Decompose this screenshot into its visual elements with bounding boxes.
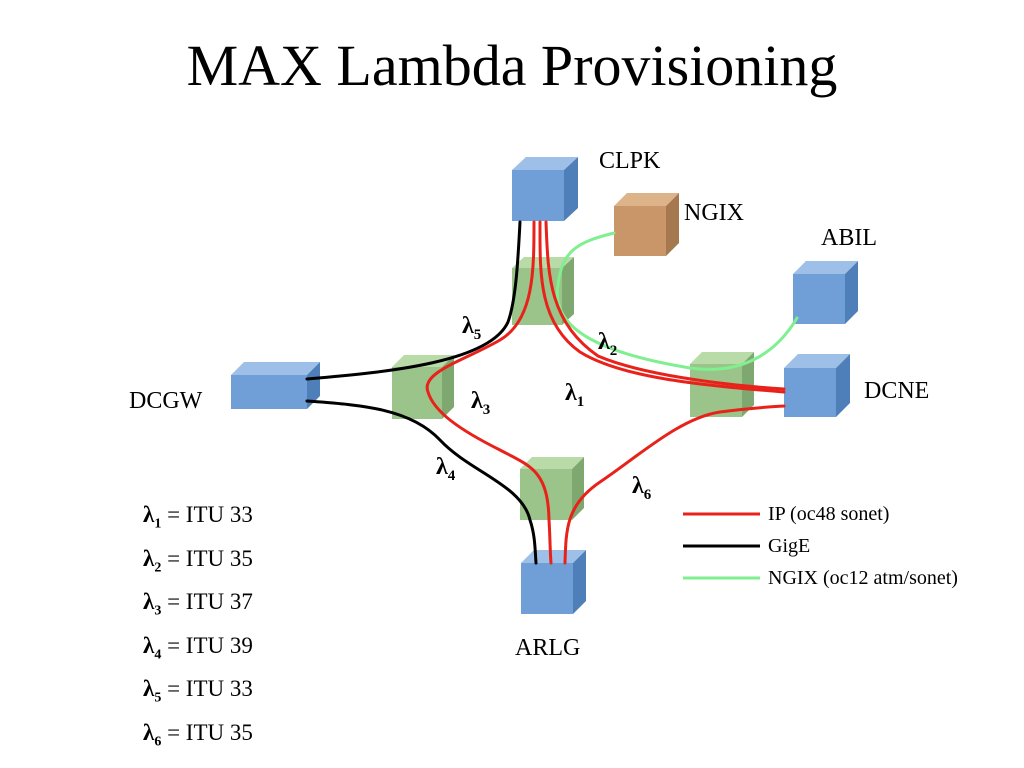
itu-item: λ1 = ITU 33 — [143, 502, 253, 532]
ngix-node — [614, 193, 679, 256]
dcne-label: DCNE — [864, 378, 929, 404]
clpk-label: CLPK — [599, 148, 661, 174]
lambda-4-label: λ4 — [436, 454, 456, 484]
itu-item: λ4 = ITU 39 — [143, 632, 253, 663]
abil-label: ABIL — [821, 225, 877, 251]
lambda-2-label: λ2 — [598, 329, 617, 359]
arlg-node — [521, 550, 586, 614]
gige-link-dcgw-clpk — [305, 220, 522, 381]
itu-item: λ6 = ITU 35 — [143, 719, 253, 750]
ngix-label: NGIX — [684, 200, 744, 226]
ngix-link-ngix-dcne — [555, 231, 799, 371]
legend-label-gige: GigE — [768, 535, 810, 557]
dcne-node — [784, 354, 850, 417]
gige-link-dcgw-arlg — [305, 399, 538, 565]
ip-link-lambda6 — [563, 404, 786, 565]
ngix-links — [555, 231, 799, 371]
legend-label-ip: IP (oc48 sonet) — [768, 503, 889, 525]
lambda-1-label: λ1 — [565, 380, 584, 410]
ip-link-lambda5 — [425, 220, 553, 565]
ip-links — [425, 220, 786, 565]
itu-item: λ2 = ITU 35 — [143, 545, 253, 576]
gige-links — [305, 220, 538, 565]
lambda-3-label: λ3 — [471, 388, 490, 418]
arlg-label: ARLG — [515, 635, 580, 661]
ip-link-lambda1 — [538, 220, 786, 394]
lambda-itu-list: λ1 = ITU 33 λ2 = ITU 35 λ3 = ITU 37 λ4 =… — [143, 498, 253, 760]
abil-node — [793, 261, 858, 324]
itu-item: λ3 = ITU 37 — [143, 589, 253, 619]
dcgw-node — [231, 362, 320, 409]
lambda-5-label: λ5 — [462, 313, 481, 343]
itu-item: λ5 = ITU 33 — [143, 676, 253, 706]
clpk-node — [512, 157, 578, 221]
legend-label-ngix: NGIX (oc12 atm/sonet) — [768, 567, 958, 589]
slide-title: MAX Lambda Provisioning — [186, 33, 838, 98]
lambda-6-label: λ6 — [632, 473, 652, 503]
optical-node-east — [690, 352, 754, 417]
legend: IP (oc48 sonet) GigE NGIX (oc12 atm/sone… — [683, 503, 958, 589]
ip-link-lambda2 — [544, 220, 786, 391]
dcgw-label: DCGW — [129, 388, 203, 414]
